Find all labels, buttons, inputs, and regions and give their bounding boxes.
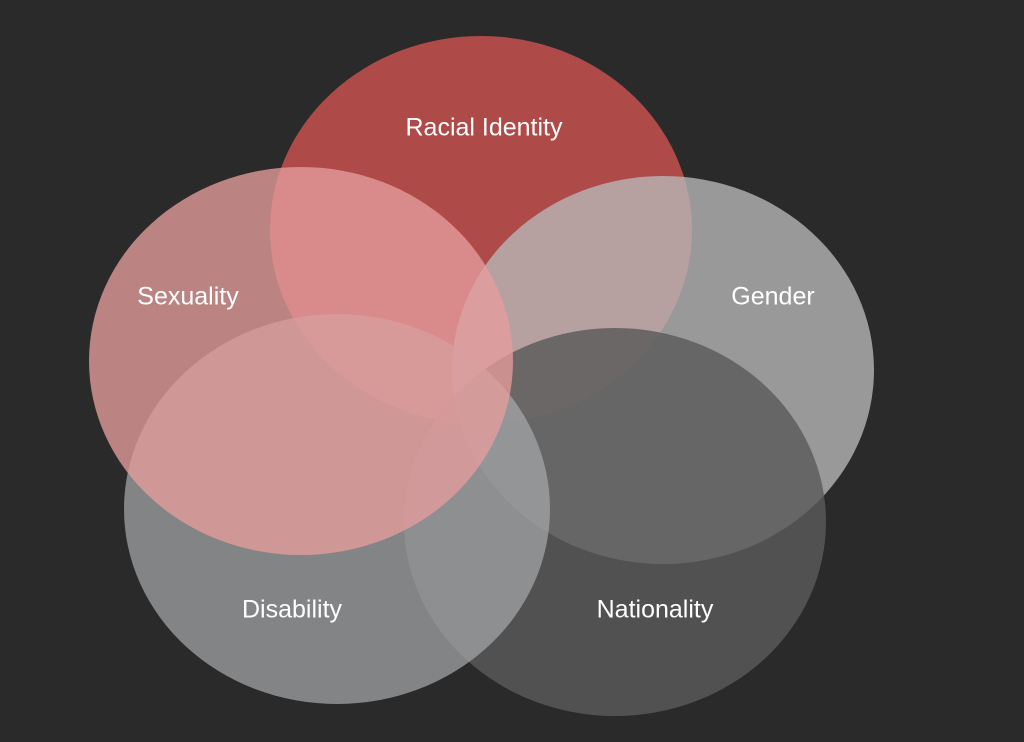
label-gender: Gender (731, 283, 814, 311)
label-racial-identity: Racial Identity (405, 114, 563, 142)
circle-sexuality (89, 167, 513, 555)
label-nationality: Nationality (597, 596, 714, 624)
label-sexuality: Sexuality (137, 283, 239, 311)
label-disability: Disability (242, 596, 343, 624)
